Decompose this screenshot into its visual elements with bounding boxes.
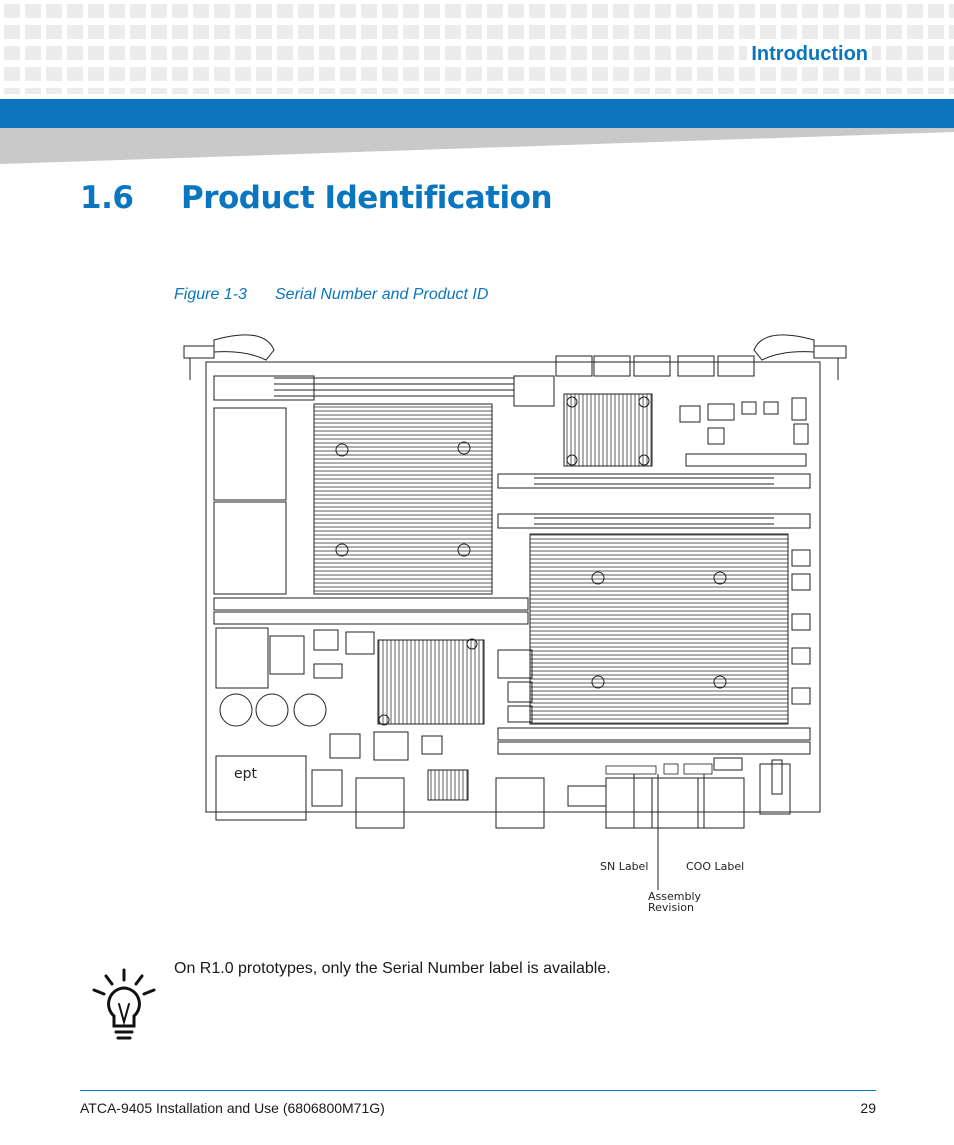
- assembly-revision-patch: [663, 763, 679, 775]
- sn-label-patch: [605, 765, 657, 775]
- footer-rule: [80, 1090, 876, 1091]
- lightbulb-icon: [92, 968, 156, 1040]
- callout-assembly-line1: Assembly: [648, 890, 702, 903]
- board-marking: ept: [234, 766, 258, 782]
- callout-coo-label: COO Label: [686, 860, 744, 873]
- figure-number: Figure 1-3: [174, 286, 247, 303]
- board-outline: [205, 361, 821, 813]
- heatsink-left: [313, 403, 493, 595]
- section-label: Introduction: [747, 43, 872, 66]
- footer-doc-title: ATCA-9405 Installation and Use (6806800M…: [80, 1100, 385, 1116]
- figure-caption: Figure 1-3 Serial Number and Product ID: [174, 286, 488, 304]
- footer-page-number: 29: [860, 1100, 876, 1116]
- section-heading: 1.6 Product Identification: [80, 180, 553, 216]
- note-text: On R1.0 prototypes, only the Serial Numb…: [174, 960, 611, 977]
- board-diagram: ept SN Label COO Label Assembly Revision: [183, 334, 847, 914]
- header-grey-swoosh: [0, 128, 954, 164]
- callout-assembly-line2: Revision: [648, 901, 694, 914]
- callout-sn-label: SN Label: [600, 860, 648, 873]
- coo-label-patch: [683, 763, 713, 775]
- heatsink-right: [529, 533, 789, 725]
- section-title: Product Identification: [181, 180, 553, 216]
- figure-title: Serial Number and Product ID: [275, 286, 489, 303]
- header-blue-bar: [0, 99, 954, 128]
- section-number: 1.6: [80, 180, 134, 216]
